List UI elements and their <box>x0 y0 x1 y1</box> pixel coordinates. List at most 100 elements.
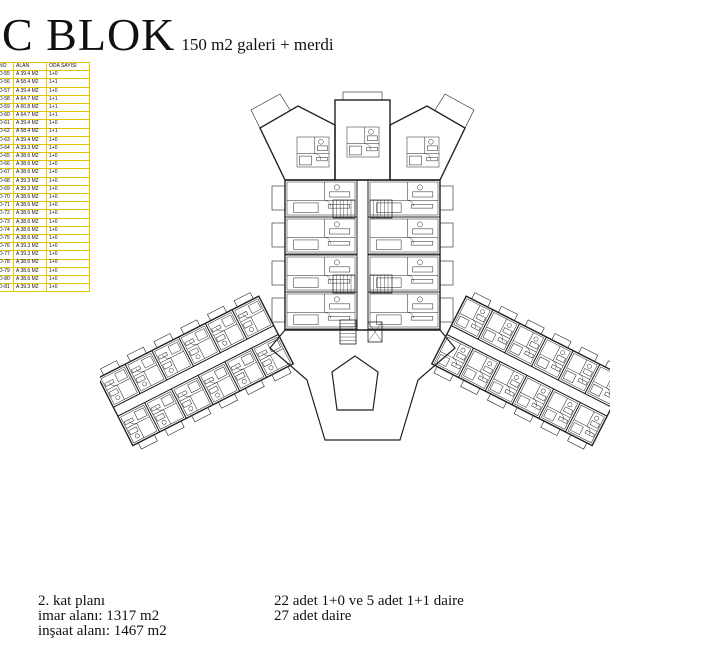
cell-area: A 38.6 M2 <box>13 209 47 219</box>
balcony <box>100 360 121 376</box>
cell-rooms: 1+0 <box>46 135 90 145</box>
cell-rooms: 1+0 <box>46 119 90 129</box>
cell-no: D-58 <box>0 94 14 104</box>
apartment-unit <box>124 346 168 395</box>
apartment-unit <box>367 291 454 330</box>
cell-rooms: 1+1 <box>46 78 90 88</box>
cell-area: A 39.3 M2 <box>13 250 47 260</box>
cell-rooms: 1+0 <box>46 242 90 252</box>
apartment-unit <box>457 347 501 396</box>
balcony <box>164 420 185 436</box>
cell-no: D-80 <box>0 274 14 285</box>
balcony <box>137 434 158 450</box>
cell-no: D-57 <box>0 86 14 96</box>
cell-area: A 39.3 M2 <box>13 184 47 195</box>
balcony <box>567 434 588 450</box>
cell-no: D-72 <box>0 209 14 219</box>
cell-rooms: 1+0 <box>46 217 90 227</box>
apartment-unit <box>271 291 358 330</box>
cell-rooms: 1+1 <box>46 102 90 113</box>
balcony <box>540 420 561 436</box>
apartment-unit <box>484 361 528 409</box>
cell-area: A 64.7 M2 <box>13 111 47 121</box>
balcony <box>244 379 265 396</box>
apartment-unit <box>538 388 581 436</box>
cell-area: A 38.6 M2 <box>13 266 47 276</box>
unit-summary-notes: 22 adet 1+0 ve 5 adet 1+1 daire 27 adet … <box>274 594 464 624</box>
apartment-unit <box>117 401 161 450</box>
crown-left-unit <box>259 105 336 181</box>
cell-area: A 38.6 M2 <box>13 160 47 170</box>
balcony <box>271 366 292 382</box>
balcony <box>439 297 454 323</box>
cell-no: D-56 <box>0 78 14 88</box>
crown-fixtures <box>296 136 330 168</box>
balcony <box>126 346 147 362</box>
cell-rooms: 1+0 <box>46 184 90 195</box>
cell-area: A 38.6 M2 <box>13 152 47 162</box>
cell-rooms: 1+0 <box>46 176 90 186</box>
cell-area: A 39.3 M2 <box>13 242 47 252</box>
cell-area: A 39.4 M2 <box>13 70 47 80</box>
cell-area: A 39.4 M2 <box>13 135 47 145</box>
balcony <box>524 319 545 335</box>
apartment-unit <box>250 333 294 382</box>
cell-area: A 39.3 M2 <box>13 283 47 293</box>
balcony <box>439 222 454 248</box>
balcony <box>471 292 492 308</box>
cell-rooms: 1+1 <box>46 94 90 104</box>
cell-no: D-64 <box>0 143 14 154</box>
balcony <box>153 333 174 349</box>
balcony <box>460 379 481 396</box>
atrium-hexagon <box>331 355 379 411</box>
cell-area: A 60.8 M2 <box>13 102 47 113</box>
stair-core <box>369 274 393 294</box>
balcony <box>439 260 454 286</box>
balcony <box>604 360 610 376</box>
unit-breakdown: 22 adet 1+0 ve 5 adet 1+1 daire <box>274 593 464 609</box>
elevator-shaft <box>367 321 383 343</box>
crown-fixtures <box>346 126 380 158</box>
cell-rooms: 1+1 <box>46 111 90 121</box>
apartment-unit <box>477 305 521 354</box>
balcony <box>218 393 239 409</box>
construction-area: inşaat alanı: 1467 m2 <box>38 623 167 639</box>
balcony <box>497 305 518 322</box>
cell-rooms: 1+0 <box>46 168 90 178</box>
cell-rooms: 1+0 <box>46 274 90 285</box>
cell-rooms: 1+0 <box>46 192 90 203</box>
apartment-unit <box>231 292 275 340</box>
cell-no: D-75 <box>0 233 14 244</box>
cell-rooms: 1+0 <box>46 266 90 276</box>
cell-rooms: 1+0 <box>46 233 90 244</box>
cell-area: A 58.4 M2 <box>13 78 47 88</box>
cell-no: D-71 <box>0 201 14 211</box>
balcony <box>578 346 599 362</box>
cell-no: D-70 <box>0 192 14 203</box>
cell-area: A 38.6 M2 <box>13 225 47 235</box>
cell-area: A 38.6 M2 <box>13 168 47 178</box>
balcony <box>342 91 383 101</box>
apartment-unit <box>177 319 221 368</box>
apartment-unit <box>530 333 574 381</box>
apartment-unit <box>367 216 454 255</box>
cell-no: D-65 <box>0 152 14 162</box>
cell-area: A 38.6 M2 <box>13 192 47 203</box>
apartment-unit <box>511 374 555 423</box>
cell-rooms: 1+0 <box>46 160 90 170</box>
balcony <box>250 93 291 129</box>
floor-name: 2. kat planı <box>38 593 106 609</box>
north-crown <box>250 91 475 181</box>
apartment-unit <box>204 305 248 354</box>
floor-info-notes: 2. kat planı imar alanı: 1317 m2 inşaat … <box>38 594 167 639</box>
cell-area: A 39.3 M2 <box>13 143 47 154</box>
